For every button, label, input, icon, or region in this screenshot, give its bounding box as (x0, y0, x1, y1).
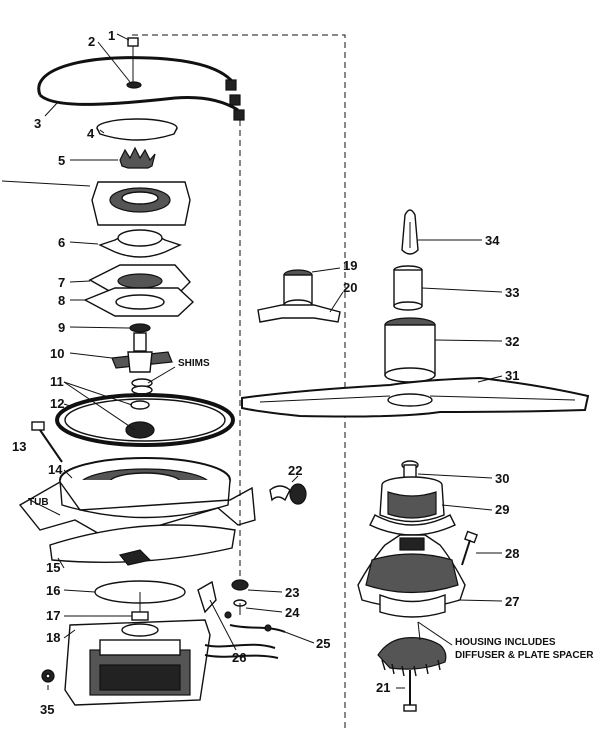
part-20-spray-arm-support (257, 304, 341, 323)
small-nut (224, 611, 232, 619)
part-5-gear (119, 146, 156, 169)
label-part-33: 33 (505, 285, 519, 300)
label-housing-includes: HOUSING INCLUDES (455, 637, 556, 648)
part-34-nozzle (401, 209, 419, 255)
label-shims: SHIMS (178, 358, 210, 369)
label-part-26: 26 (232, 650, 246, 665)
label-part-10: 10 (50, 346, 64, 361)
label-part-17: 17 (46, 608, 60, 623)
part-14-base-housing (59, 457, 231, 519)
part-3-wire-harness (37, 56, 239, 112)
part-29-filter-housing (369, 476, 456, 536)
dashed-assembly-line-right (132, 34, 346, 728)
part-26-bracket (197, 580, 217, 614)
label-part-31: 31 (505, 368, 519, 383)
label-part-7: 7 (58, 275, 65, 290)
part-2-washer (126, 81, 142, 89)
label-part-19: 19 (343, 258, 357, 273)
wire-connector-2 (229, 94, 241, 106)
part-30-cap (401, 460, 419, 480)
part-9-seal (129, 323, 151, 333)
part-22-clamp (269, 483, 307, 505)
part-27-housing (357, 534, 466, 618)
label-part-23: 23 (285, 585, 299, 600)
part-17-coupling (131, 611, 149, 621)
part-1-screw (127, 37, 139, 82)
label-part-21: 21 (376, 680, 390, 695)
part-6-diaphragm (98, 229, 182, 258)
part-23-grommet (231, 579, 249, 591)
label-part-32: 32 (505, 334, 519, 349)
label-part-28: 28 (505, 546, 519, 561)
label-part-12: 12 (50, 396, 64, 411)
top-housing-block (91, 181, 191, 226)
wire-terminal (264, 624, 272, 632)
label-part-18: 18 (46, 630, 60, 645)
shims (131, 378, 153, 395)
wire-connector-3 (233, 109, 245, 121)
label-part-15: 15 (46, 560, 60, 575)
label-diffuser-plate-spacer: DIFFUSER & PLATE SPACER (455, 650, 594, 661)
label-part-22: 22 (288, 463, 302, 478)
part-28-screw (461, 530, 478, 566)
part-21-screw (403, 670, 417, 712)
part-18-motor (64, 619, 279, 706)
part-8-gasket (83, 287, 195, 317)
part-25-wire (229, 624, 286, 633)
part-33-tube (393, 265, 423, 311)
part-10-impeller (111, 332, 173, 373)
part-35-screw (41, 669, 55, 683)
label-part-16: 16 (46, 583, 60, 598)
label-part-27: 27 (505, 594, 519, 609)
part-12-pump-housing (55, 393, 235, 447)
part-13-bolt (31, 421, 63, 463)
part-16-disc (94, 580, 186, 612)
label-part-5: 5 (58, 153, 65, 168)
part-4-cover (96, 118, 178, 141)
label-tub: TUB (28, 497, 49, 508)
part-31-spray-arm (241, 376, 590, 418)
label-part-34: 34 (485, 233, 500, 248)
label-part-35: 35 (40, 702, 54, 717)
label-part-14: 14 (48, 462, 63, 477)
label-part-24: 24 (285, 605, 300, 620)
part-19-bushing (283, 269, 313, 311)
part-15-lower-ring (49, 524, 236, 566)
part-32-tube (384, 317, 436, 383)
part-24-screw (233, 599, 247, 615)
tub-outline (18, 481, 256, 541)
leader-lines (29, 33, 503, 690)
label-part-1: 1 (108, 28, 115, 43)
label-part-20: 20 (343, 280, 357, 295)
label-part-8: 8 (58, 293, 65, 308)
reference-line-left (1, 180, 91, 187)
label-part-11: 11 (50, 374, 64, 389)
wire-connector-1 (225, 79, 237, 91)
label-part-25: 25 (316, 636, 330, 651)
label-part-3: 3 (34, 116, 41, 131)
label-part-6: 6 (58, 235, 65, 250)
label-part-4: 4 (87, 126, 95, 141)
label-part-2: 2 (88, 34, 95, 49)
diffuser (377, 637, 447, 677)
label-part-13: 13 (12, 439, 26, 454)
label-part-29: 29 (495, 502, 509, 517)
label-part-30: 30 (495, 471, 509, 486)
label-part-9: 9 (58, 320, 65, 335)
